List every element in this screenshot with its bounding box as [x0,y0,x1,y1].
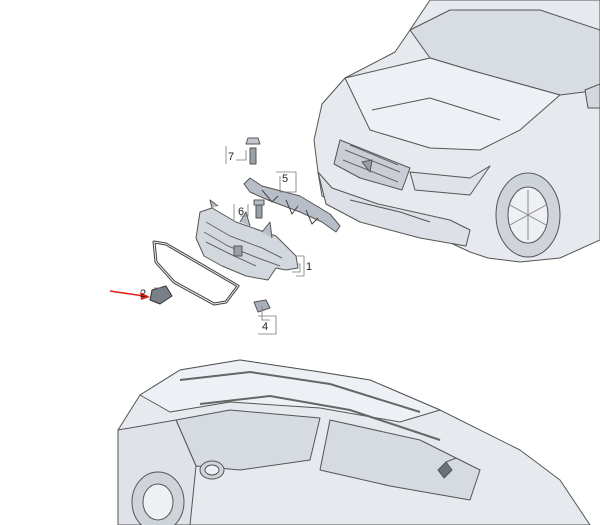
callout-5: 5 [282,173,288,185]
callout-6: 6 [238,206,244,218]
leader-1 [292,263,301,273]
callout-7: 7 [228,151,234,163]
exploded-parts [149,137,341,313]
leader-4 [261,306,270,321]
red-pointer-arrow [109,290,150,300]
callout-leaders [154,150,301,321]
part-screw [253,199,265,219]
rear-vehicle-view [117,359,591,525]
callout-2: 2 [140,288,146,300]
part-carrier-bracket [243,177,341,233]
callout-labels: 1 2 3 4 5 6 7 [140,151,312,333]
leader-5 [279,176,296,193]
part-radiator-grille [195,199,299,281]
part-grille-frame [152,240,240,306]
part-emblem-clip [149,285,173,305]
front-vehicle-view [313,0,600,263]
leader-6 [240,204,249,217]
callout-1: 1 [306,261,312,273]
part-bolt [245,137,261,165]
leader-7 [236,150,247,161]
callout-brackets [225,146,305,335]
callout-4: 4 [262,321,268,333]
